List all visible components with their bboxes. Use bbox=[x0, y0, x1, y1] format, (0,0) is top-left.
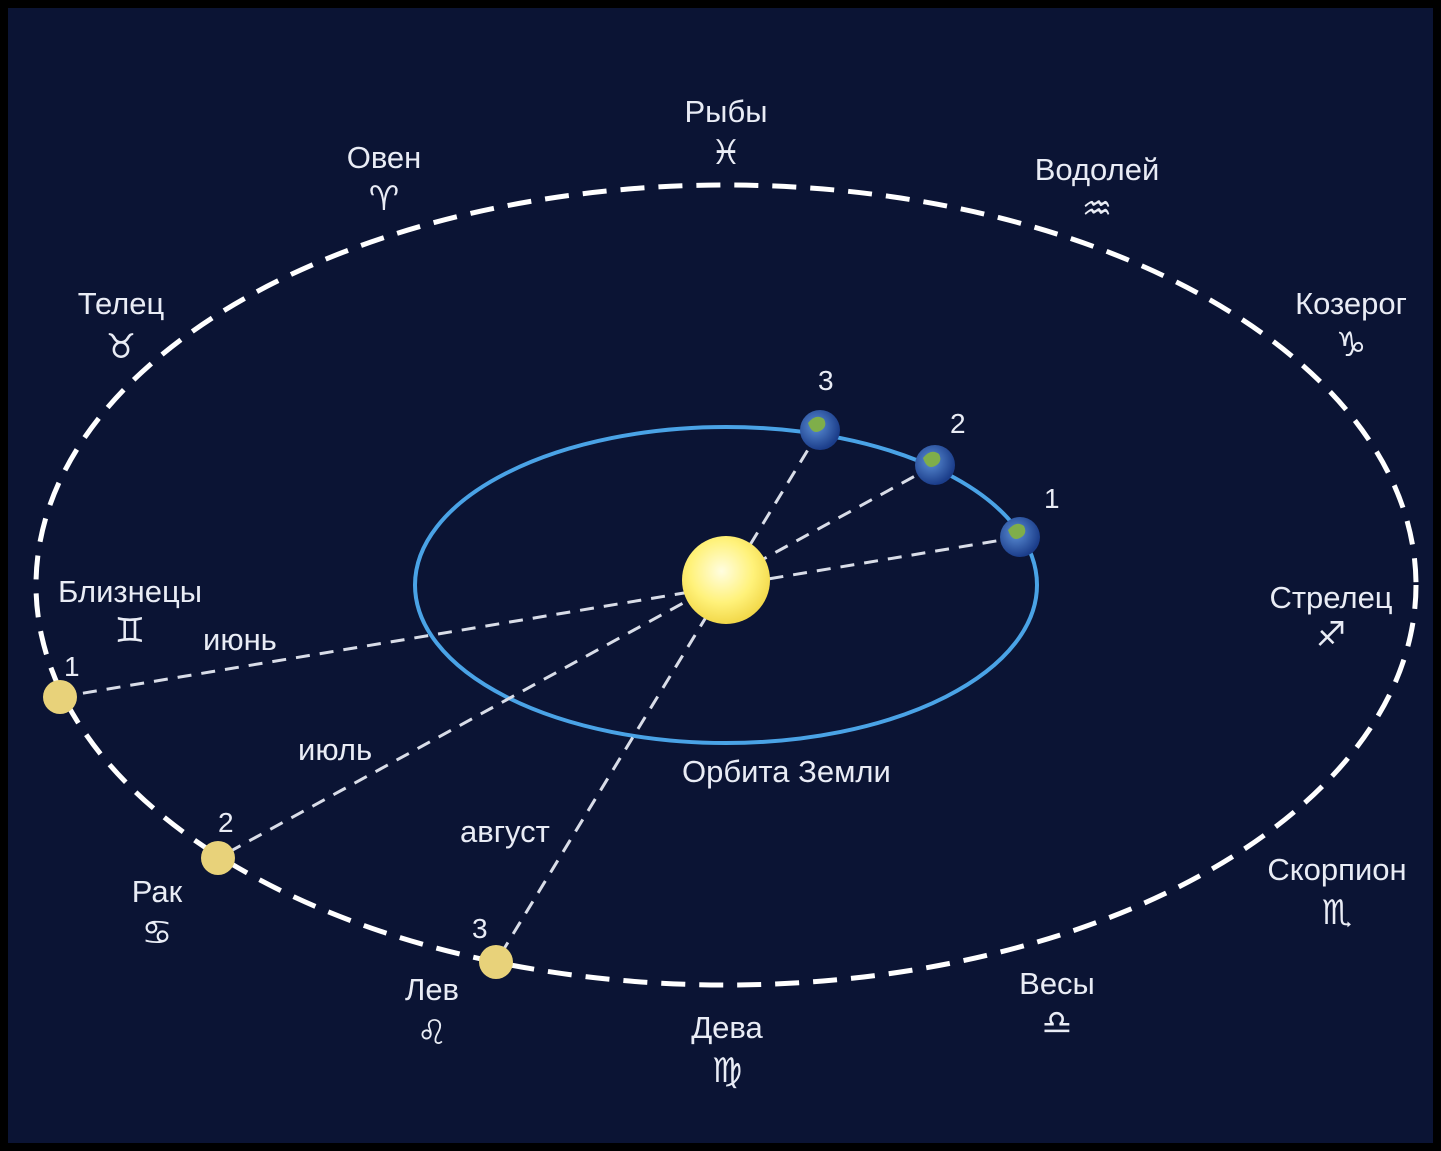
zodiac-name-virgo: Дева bbox=[691, 1010, 763, 1045]
capricorn-icon: ♑ bbox=[1336, 325, 1366, 365]
earth-orbit-label: Орбита Земли bbox=[682, 754, 891, 789]
libra-icon: ♎ bbox=[1042, 1003, 1072, 1043]
sight-line-2 bbox=[217, 463, 936, 860]
scorpio-icon: ♏ bbox=[1322, 893, 1352, 933]
month-july: июль bbox=[298, 732, 372, 767]
virgo-icon: ♍ bbox=[712, 1051, 742, 1091]
leo-icon: ♌ bbox=[417, 1013, 447, 1053]
sun-projection-3: 3 bbox=[472, 913, 488, 944]
month-august: август bbox=[460, 814, 550, 849]
zodiac-name-cancer: Рак bbox=[132, 874, 183, 909]
sun-projection-2: 2 bbox=[218, 807, 234, 838]
earth-position-3: 3 bbox=[818, 365, 834, 396]
month-june: июнь bbox=[203, 622, 277, 657]
sun-projection-marker-1 bbox=[43, 680, 77, 714]
earth-marker-1 bbox=[1000, 517, 1040, 557]
zodiac-name-pisces: Рыбы bbox=[685, 94, 768, 129]
earth-position-2: 2 bbox=[950, 408, 966, 439]
gemini-icon: ♊ bbox=[115, 611, 145, 651]
earth-position-1: 1 bbox=[1044, 483, 1060, 514]
cancer-icon: ♋ bbox=[142, 913, 172, 953]
zodiac-name-leo: Лев bbox=[405, 972, 459, 1007]
earth-orbit bbox=[413, 425, 1039, 745]
zodiac-name-aries: Овен bbox=[347, 140, 422, 175]
sight-line-1 bbox=[59, 535, 1021, 699]
zodiac-name-gemini: Близнецы bbox=[58, 574, 202, 609]
taurus-icon: ♉ bbox=[106, 327, 136, 367]
aries-icon: ♈ bbox=[369, 179, 399, 219]
sun bbox=[682, 536, 770, 624]
zodiac-orbit bbox=[33, 182, 1419, 988]
zodiac-name-aquarius: Водолей bbox=[1035, 152, 1160, 187]
sun-projection-1: 1 bbox=[64, 651, 80, 682]
zodiac-name-sagittarius: Стрелец bbox=[1269, 580, 1392, 615]
zodiac-name-taurus: Телец bbox=[78, 286, 165, 321]
earth-marker-3 bbox=[800, 410, 840, 450]
sun-projection-marker-2 bbox=[201, 841, 235, 875]
zodiac-name-capricorn: Козерог bbox=[1295, 286, 1407, 321]
aquarius-icon: ♒ bbox=[1082, 189, 1112, 229]
sight-line-3 bbox=[494, 429, 822, 963]
pisces-icon: ♓ bbox=[711, 133, 741, 173]
earth-marker-2 bbox=[915, 445, 955, 485]
zodiac-name-scorpio: Скорпион bbox=[1267, 852, 1406, 887]
zodiac-name-libra: Весы bbox=[1019, 966, 1095, 1001]
sun-projection-marker-3 bbox=[479, 945, 513, 979]
sagittarius-icon: ♐ bbox=[1316, 615, 1346, 655]
